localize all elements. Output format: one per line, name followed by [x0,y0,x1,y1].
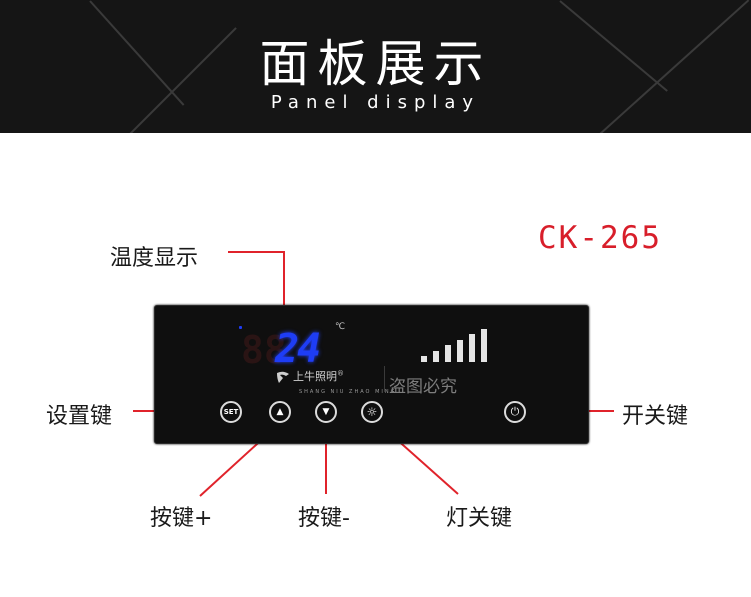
brand-name-text: 上牛照明 [293,370,337,383]
callout-temperature-display: 温度显示 [110,246,199,271]
temperature-readout: 24 [275,326,321,372]
banner-subtitle: Panel display [270,92,481,113]
callout-power-key: 开关键 [622,404,689,429]
callout-set-key: 设置键 [46,404,113,429]
level-bar [433,350,439,362]
level-indicator [421,328,501,362]
up-button[interactable]: ▲ [269,401,291,423]
header-banner: 面板展示 Panel display [0,0,751,133]
light-button[interactable]: ☼ [361,401,383,423]
power-icon: ⏻ [510,405,520,418]
brand-pinyin: SHANG NIU ZHAO MING [299,389,397,395]
indicator-dot [239,326,242,329]
down-button[interactable]: ▼ [315,401,337,423]
banner-title: 面板展示 [259,35,492,93]
level-bar [469,334,475,362]
control-panel: 88 24 ℃ 上牛照明® SHANG NIU ZHAO MING 盗图必究 S… [154,305,589,444]
callout-up-key: 按键+ [150,506,213,531]
chevron-up-icon: ▲ [276,407,284,417]
brand-name: 上牛照明® [293,368,344,384]
set-button[interactable]: SET [220,401,242,423]
level-bar [421,356,427,362]
temperature-unit: ℃ [335,322,346,332]
brand-logo-icon [277,371,289,383]
chevron-down-icon: ▼ [322,407,330,417]
light-icon: ☼ [366,405,378,419]
level-bar [445,345,451,362]
callout-light-key: 灯关键 [446,506,513,531]
brand-divider [384,366,385,392]
registered-mark: ® [337,369,344,378]
level-bar [457,339,463,362]
ghost-digits: 88 [241,328,287,372]
callout-down-key: 按键- [298,506,350,531]
watermark: 盗图必究 [389,377,457,397]
power-button[interactable]: ⏻ [504,401,526,423]
level-bar [481,328,487,362]
model-label: CK-265 [538,220,662,256]
